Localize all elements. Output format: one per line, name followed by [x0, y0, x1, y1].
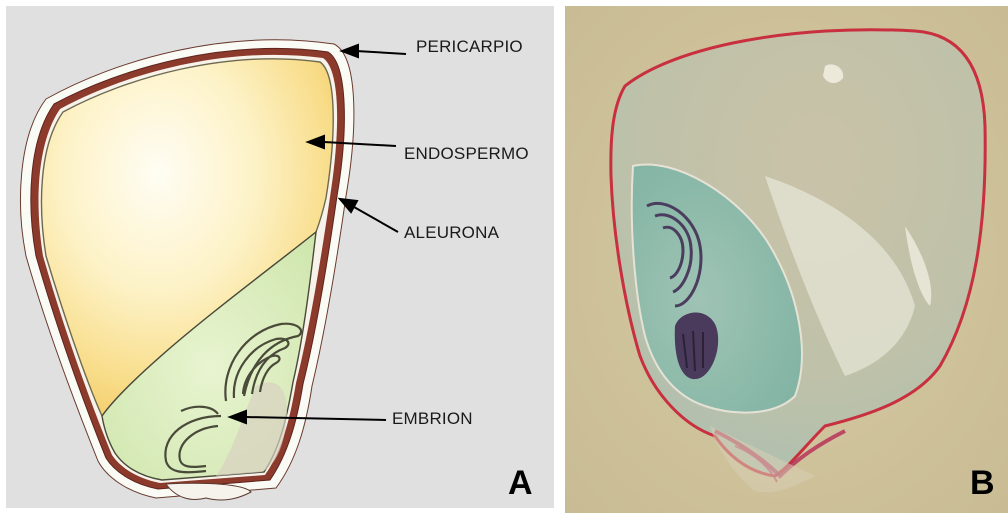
label-endosperm: ENDOSPERMO	[404, 144, 529, 164]
seed-section-photo	[565, 6, 1008, 513]
panel-a-diagram: PERICARPIO ENDOSPERMO ALEURONA EMBRION A	[6, 6, 554, 508]
panel-b-micrograph: B	[565, 6, 1008, 513]
panel-letter-b: B	[970, 464, 995, 503]
label-pericarp: PERICARPIO	[416, 37, 523, 57]
panel-letter-a: A	[508, 464, 533, 503]
label-embryo: EMBRION	[392, 409, 473, 429]
seed-diagram	[6, 6, 554, 508]
label-aleurone: ALEURONA	[404, 223, 499, 243]
